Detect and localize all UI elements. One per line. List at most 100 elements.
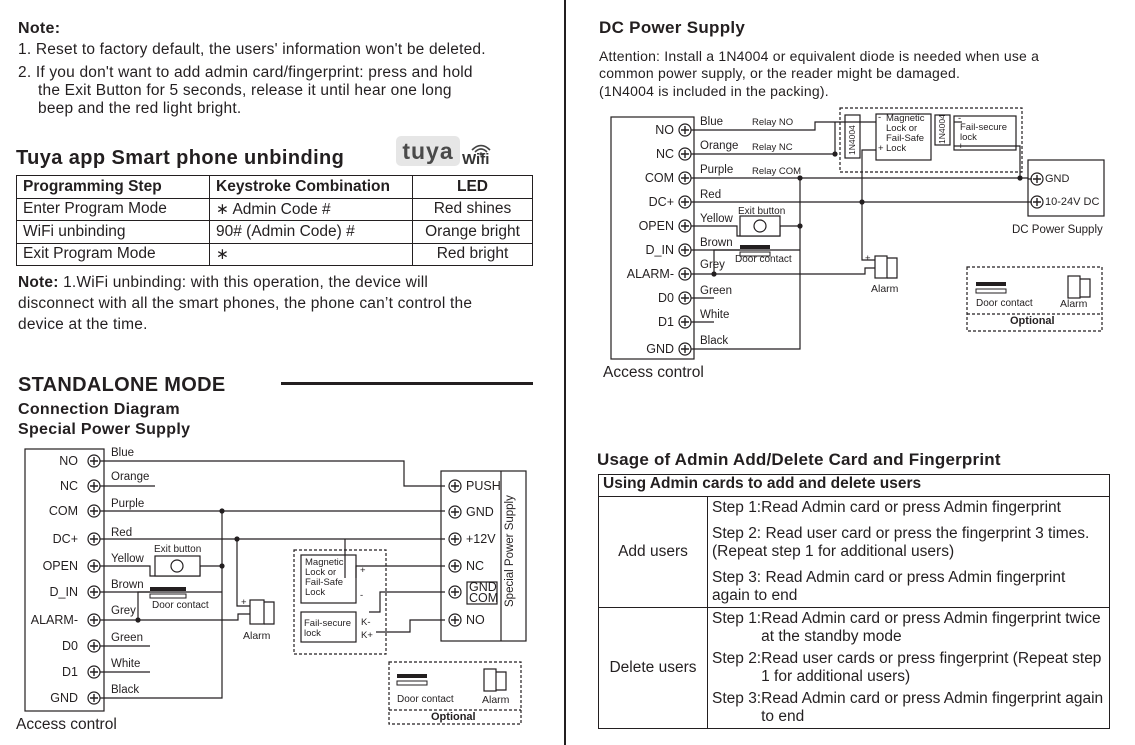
note-line-1: 1. Reset to factory default, the users' … — [18, 41, 486, 58]
dc-wire-white: White — [700, 309, 730, 321]
usage-delete-row: Delete users Step 1: Read Admin card or … — [598, 607, 1110, 729]
dc-alarm-plus: + — [865, 253, 871, 264]
psu-push: PUSH — [466, 479, 501, 493]
step-number: Step 3: — [712, 569, 766, 586]
delete-steps: Step 1: Read Admin card or press Admin f… — [707, 607, 1110, 729]
optional-alarm-label: Alarm — [482, 694, 510, 706]
table-row: WiFi unbinding 90# (Admin Code) # Orange… — [16, 220, 533, 244]
table-row: Enter Program Mode ∗ Admin Code # Red sh… — [16, 197, 533, 221]
dc-wire-yellow: Yellow — [700, 213, 733, 225]
cell-keys: 90# (Admin Code) # — [209, 220, 413, 244]
column-divider — [564, 0, 566, 745]
dc-wire-grey: Grey — [700, 259, 725, 271]
cell-led: Orange bright — [412, 220, 533, 244]
terminal-d1: D1 — [62, 665, 78, 679]
exit-button-icon — [154, 555, 201, 577]
note-line-2a: 2. If you don't want to add admin card/f… — [18, 64, 473, 81]
psu-com: COM — [469, 591, 499, 605]
tuya-logo: tuya — [396, 136, 460, 166]
standalone-title: STANDALONE MODE — [18, 374, 226, 396]
psu-12v: +12V — [466, 532, 496, 546]
dc-mag-l2: Lock or — [886, 123, 918, 134]
dc-optional-label: Optional — [1010, 315, 1055, 327]
dc-wire-brown: Brown — [700, 237, 733, 249]
wire-white: White — [111, 658, 141, 670]
psu-nc: NC — [466, 559, 485, 573]
wire-blue: Blue — [111, 447, 135, 459]
dc-psu-label: DC Power Supply — [1012, 224, 1103, 236]
door-contact-icon — [150, 587, 186, 591]
dc-opt-door-label: Door contact — [976, 298, 1033, 309]
dc-terminal-nc: NC — [655, 147, 674, 161]
dc-wire-black: Black — [700, 335, 729, 347]
tuya-title: Tuya app Smart phone unbinding — [16, 147, 345, 169]
usage-add-row: Add users Step 1: Read Admin card or pre… — [598, 496, 1110, 608]
mag-lock-l2: Lock or — [305, 567, 337, 578]
programming-table: Programming Step Keystroke Combination L… — [16, 175, 533, 266]
psu-no: NO — [466, 613, 485, 627]
relay-no-label: Relay NO — [752, 117, 794, 128]
tuya-note-text: 1.WiFi unbinding: with this operation, t… — [58, 274, 429, 291]
col-programming-step: Programming Step — [16, 175, 210, 199]
dc-terminal-com: COM — [644, 171, 674, 185]
del-step-3: Step 3: Read Admin card or press Admin f… — [712, 688, 1105, 728]
wire-black: Black — [111, 684, 140, 696]
terminal-din: D_IN — [49, 585, 78, 599]
delete-users-label: Delete users — [598, 607, 708, 729]
dc-wire-green: Green — [700, 285, 732, 297]
usage-title: Usage of Admin Add/Delete Card and Finge… — [597, 450, 1001, 469]
psu-label: Special Power Supply — [504, 495, 516, 607]
failsecure-l2: lock — [304, 628, 321, 639]
tuya-note-a: Note: 1.WiFi unbinding: with this operat… — [18, 274, 428, 292]
dc-mag-l3: Fail-Safe — [886, 133, 925, 144]
cell-keys: ∗ — [209, 242, 413, 266]
step-number: Step 1: — [712, 499, 762, 516]
diode-2-label: 1N4004 — [937, 114, 947, 144]
terminal-d0: D0 — [62, 639, 78, 653]
connection-diagram-title: Connection Diagram — [18, 401, 180, 418]
note-line-2c: beep and the red light bright. — [38, 100, 242, 117]
dc-terminal-d1: D1 — [658, 315, 674, 329]
note-title: Note: — [18, 20, 61, 37]
access-control-label: Access control — [16, 716, 117, 733]
alarm-icon — [249, 599, 275, 625]
dc-attn-2: common power supply, or the reader might… — [599, 65, 961, 81]
add-users-label: Add users — [598, 496, 708, 608]
dc-terminal-alarm: ALARM- — [626, 267, 674, 281]
k-plus: K+ — [361, 630, 373, 641]
note-line-2b: the Exit Button for 5 seconds, release i… — [38, 82, 452, 99]
dc-fs-minus: - — [958, 113, 962, 124]
cell-step: Enter Program Mode — [16, 197, 210, 221]
dc-fs-plus: + — [958, 141, 964, 152]
step-text: Read Admin card or press Admin fingerpri… — [712, 569, 1066, 604]
dc-failsecure-l1: Fail-secure — [960, 122, 1007, 133]
terminal-screws — [87, 454, 101, 705]
dc-wire-red: Red — [700, 189, 722, 201]
tuya-note-c: device at the time. — [18, 316, 148, 333]
optional-door-contact-icon — [397, 674, 427, 678]
step-number: Step 3: — [712, 690, 762, 707]
dc-terminal-d0: D0 — [658, 291, 674, 305]
terminal-open: OPEN — [42, 559, 78, 573]
step-text: Read user card or press the fingerprint … — [712, 525, 1090, 560]
optional-door-label: Door contact — [397, 694, 454, 705]
dc-door-contact-label: Door contact — [735, 254, 792, 265]
add-steps: Step 1: Read Admin card or press Admin f… — [707, 496, 1110, 608]
wire-grey: Grey — [111, 605, 136, 617]
dc-opt-alarm-label: Alarm — [1060, 298, 1088, 310]
step-number: Step 2: — [712, 650, 762, 667]
mag-lock-l3: Fail-Safe — [305, 577, 344, 588]
dc-failsecure-l2: lock — [960, 132, 977, 143]
alarm-label: Alarm — [243, 630, 271, 642]
usage-header-row: Using Admin cards to add and delete user… — [598, 474, 1110, 497]
step-number: Step 1: — [712, 610, 762, 627]
step-text: Read user cards or press fingerprint (Re… — [761, 650, 1102, 685]
dc-mag-l1: Magnetic — [886, 113, 925, 124]
wire-brown: Brown — [111, 579, 144, 591]
optional-label: Optional — [431, 711, 476, 723]
cell-led: Red shines — [412, 197, 533, 221]
table-row: Exit Program Mode ∗ Red bright — [16, 242, 533, 266]
psu-gnd2: GND — [469, 580, 497, 594]
wire-green: Green — [111, 632, 143, 644]
add-step-2: Step 2: Read user card or press the fing… — [712, 519, 1105, 563]
